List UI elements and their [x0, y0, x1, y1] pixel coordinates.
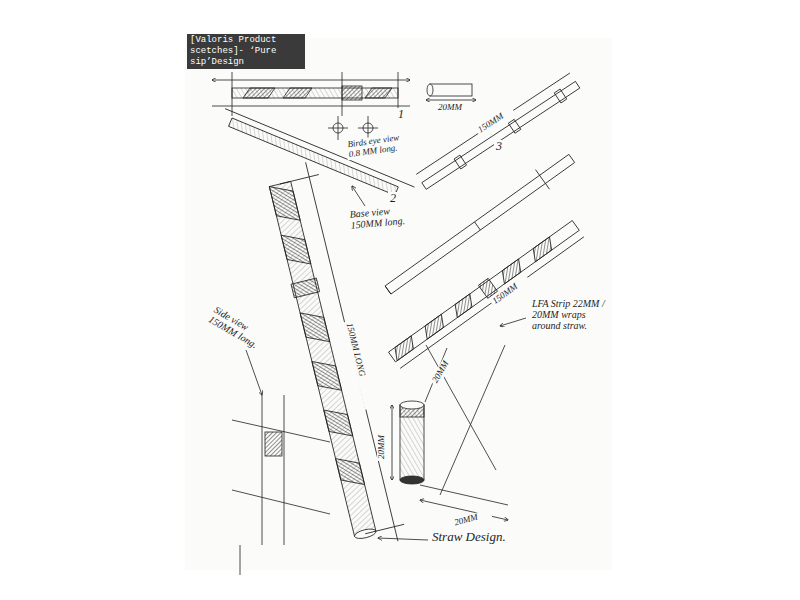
- sketch-note: Straw Design.: [430, 530, 530, 544]
- striped-straw: [387, 219, 584, 368]
- sketch-note: LFA Strip 22MM / 20MM wraps around straw…: [530, 298, 610, 331]
- small-cylinder: [392, 345, 508, 520]
- sketch-note: 20MM: [436, 103, 476, 113]
- straw-3: [416, 73, 581, 191]
- callout-number: 1: [396, 108, 412, 121]
- sketch-note: 20MM: [377, 421, 387, 461]
- side-view-detail: [232, 395, 330, 575]
- straw-2: [219, 109, 414, 201]
- callout-number: 3: [494, 140, 510, 153]
- straw-1: [212, 72, 410, 116]
- leader-lines: [246, 186, 526, 540]
- sheet-title: [Valoris Product scetches]- ‘Pure sip’De…: [187, 34, 305, 69]
- paper-sheet: [185, 38, 612, 570]
